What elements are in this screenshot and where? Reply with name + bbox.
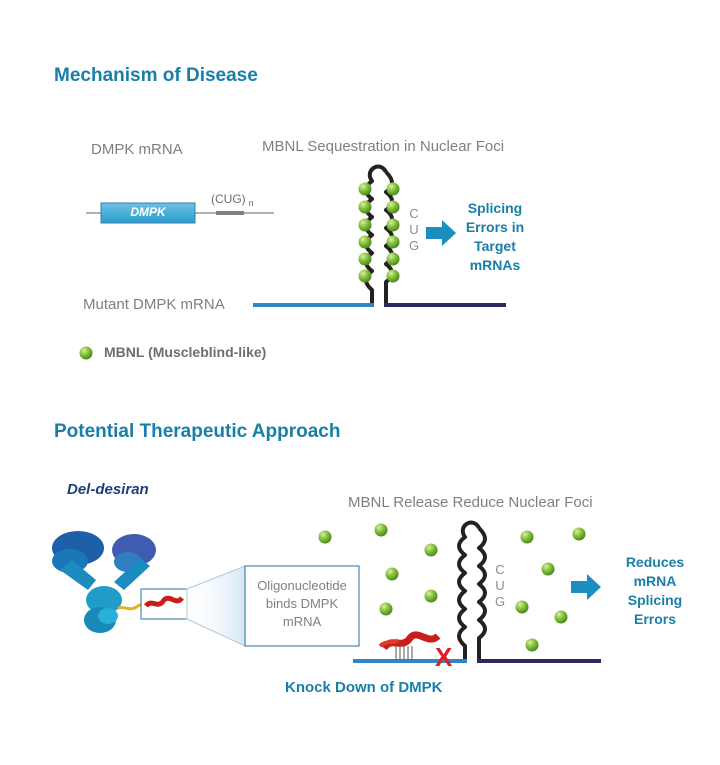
mbnl-ball-icon [424, 589, 438, 603]
oligo-line: binds DMPK [265, 596, 339, 611]
oligo-line: mRNA [282, 614, 322, 629]
cug-letter: U [409, 222, 419, 237]
outcome-line: Errors [633, 611, 677, 627]
knockdown-label: Knock Down of DMPK [285, 679, 443, 696]
outcome-line: Errors in [465, 219, 525, 235]
splicing-errors-outcome: Splicing Errors in Target mRNAs [455, 199, 535, 275]
mbnl-ball-icon [554, 610, 568, 624]
reduces-errors-outcome: Reduces mRNA Splicing Errors [610, 553, 700, 629]
sequestration-label: MBNL Sequestration in Nuclear Foci [262, 138, 505, 155]
therapy-title: Potential Therapeutic Approach [54, 421, 341, 442]
mbnl-ball-icon [358, 182, 372, 196]
outcome-line: Splicing [627, 592, 683, 608]
outcome-line: Splicing [467, 200, 523, 216]
legend-mbnl-label: MBNL (Muscleblind-like) [104, 344, 267, 360]
mbnl-ball-icon [386, 200, 400, 214]
mbnl-ball-icon [358, 252, 372, 266]
antibody-icon [52, 531, 156, 633]
cug-letters-2: C U G [493, 562, 507, 610]
mbnl-ball-icon [520, 530, 534, 544]
cug-letters-1: C U G [407, 206, 421, 254]
oligo-callout-box [244, 565, 360, 647]
outcome-line: Target [474, 238, 516, 254]
dmpk-box [100, 202, 196, 224]
dmpk-construct [86, 202, 274, 224]
mbnl-ball-icon [358, 235, 372, 249]
mbnl-ball-icon [541, 562, 555, 576]
bound-oligo [378, 631, 441, 660]
dmpk-box-label: DMPK [130, 205, 166, 219]
cug-repeat-text: (CUG) [211, 192, 246, 206]
cug-repeat-subscript: n [248, 198, 254, 209]
mbnl-ball-icon [386, 252, 400, 266]
mbnl-ball-icon [386, 269, 400, 283]
cug-letter: C [409, 206, 419, 221]
mbnl-ball-icon [572, 527, 586, 541]
cug-repeat-label: (CUG)n [211, 192, 254, 208]
mbnl-ball-icon [386, 235, 400, 249]
hairpin-loop-2 [457, 520, 487, 660]
cug-letter: C [495, 562, 505, 577]
oligo-callout-text: Oligonucleotide binds DMPK mRNA [245, 577, 359, 631]
mbnl-ball-icon [358, 269, 372, 283]
cug-letter: G [494, 594, 506, 609]
mbnl-ball-icon [374, 523, 388, 537]
drug-name: Del-desiran [67, 481, 149, 498]
right-arrow-icon [571, 574, 601, 600]
cug-letter: U [495, 578, 505, 593]
outcome-line: mRNA [633, 573, 677, 589]
release-label: MBNL Release Reduce Nuclear Foci [348, 494, 593, 511]
mbnl-ball-icon [358, 200, 372, 214]
legend-mbnl-ball-icon [79, 346, 93, 360]
oligo-strand [144, 595, 184, 608]
released-mbnl-balls [318, 523, 586, 652]
knockdown-x-icon: X [435, 642, 453, 672]
callout-wedge [186, 565, 246, 647]
mbnl-ball-icon [318, 530, 332, 544]
mbnl-ball-icon [385, 567, 399, 581]
cug-letter: G [408, 238, 420, 253]
mbnl-ball-icon [379, 602, 393, 616]
mbnl-ball-icon [525, 638, 539, 652]
mbnl-ball-icon [358, 218, 372, 232]
right-arrow-icon [426, 220, 456, 246]
sequestered-mbnl-cluster [358, 182, 400, 283]
mbnl-ball-icon [424, 543, 438, 557]
cug-repeat-segment [216, 211, 244, 215]
mutant-dmpk-label: Mutant DMPK mRNA [83, 296, 225, 313]
mechanism-title: Mechanism of Disease [54, 65, 258, 86]
dmpk-mrna-label: DMPK mRNA [91, 141, 183, 158]
mbnl-ball-icon [386, 218, 400, 232]
mbnl-ball-icon [386, 182, 400, 196]
outcome-line: Reduces [625, 554, 685, 570]
outcome-line: mRNAs [469, 257, 521, 273]
oligo-line: Oligonucleotide [257, 578, 347, 593]
mbnl-ball-icon [515, 600, 529, 614]
